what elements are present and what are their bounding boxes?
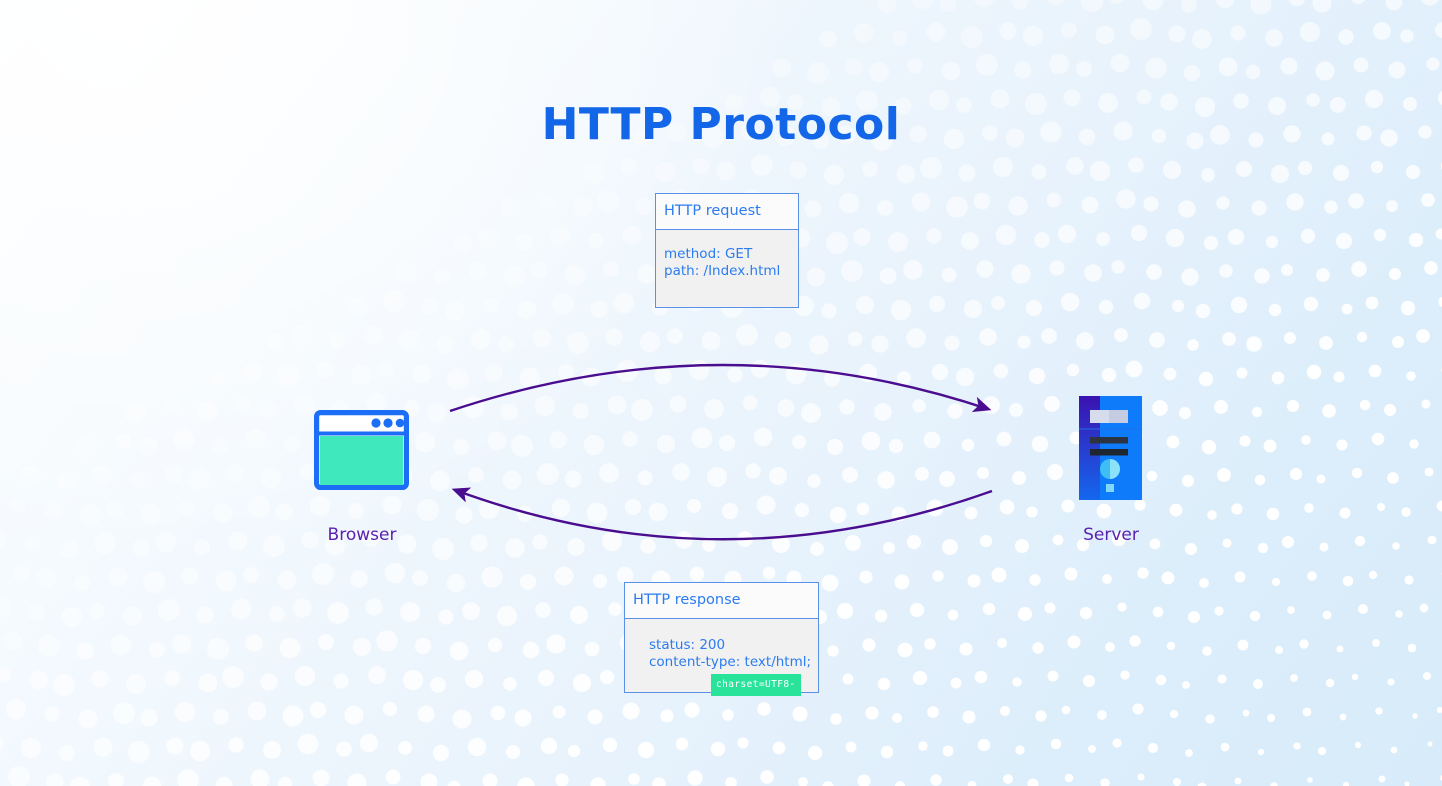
response-arrow bbox=[451, 487, 993, 541]
browser-label: Browser bbox=[327, 525, 397, 545]
server-tower-icon bbox=[1079, 396, 1142, 500]
http-request-body: method: GET path: /Index.html bbox=[664, 245, 781, 279]
http-request-header: HTTP request bbox=[656, 194, 798, 230]
http-response-body-text: status: 200 content-type: text/html; bbox=[649, 636, 812, 670]
browser-dot-2 bbox=[383, 418, 393, 428]
server-led-bar-1 bbox=[1090, 437, 1128, 444]
http-response-box: HTTP response status: 200 content-type: … bbox=[624, 582, 819, 696]
browser-dot-3 bbox=[395, 418, 405, 428]
server-indicator-square bbox=[1106, 484, 1114, 492]
browser-window-icon bbox=[314, 410, 409, 490]
http-response-body: status: 200 content-type: text/html; char… bbox=[625, 619, 818, 696]
server-label: Server bbox=[1083, 525, 1139, 545]
server-led-bar-2 bbox=[1090, 449, 1128, 456]
request-arrow bbox=[449, 363, 992, 413]
http-response-header: HTTP response bbox=[625, 583, 818, 619]
page-title: HTTP Protocol bbox=[541, 99, 901, 150]
http-request-box: HTTP request method: GET path: /Index.ht… bbox=[655, 193, 799, 308]
charset-badge: charset=UTF8- bbox=[711, 673, 801, 696]
browser-dot-1 bbox=[371, 418, 381, 428]
